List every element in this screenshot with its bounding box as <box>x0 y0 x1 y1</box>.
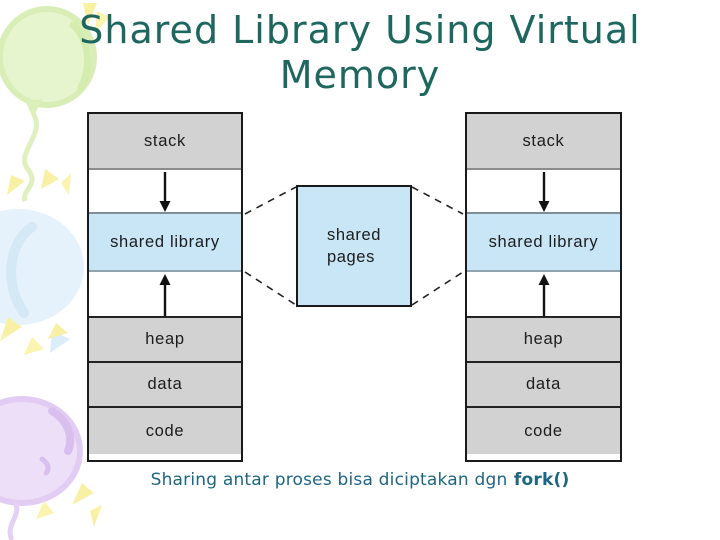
section-code: code <box>89 408 241 454</box>
shared-pages-line-1: shared <box>326 225 382 244</box>
down-arrow-icon <box>538 172 549 212</box>
down-arrow-icon <box>159 172 171 212</box>
section-label: code <box>145 421 185 440</box>
section-stack: stack <box>89 114 241 170</box>
caption: Sharing antar proses bisa diciptakan dgn… <box>0 470 720 490</box>
heap-growth-gap <box>467 272 620 318</box>
caption-text: Sharing antar proses bisa diciptakan dgn <box>150 470 508 490</box>
section-heap: heap <box>89 318 241 363</box>
title-line-1: Shared Library Using Virtual <box>79 8 641 52</box>
section-label: shared library <box>488 232 599 251</box>
shared-pages-box: shared pages <box>296 185 412 307</box>
process-memory-right: stack shared library heap data code <box>465 112 622 462</box>
section-data: data <box>89 363 241 408</box>
section-data: data <box>467 363 620 408</box>
title-line-2: Memory <box>279 53 441 97</box>
section-label: stack <box>143 131 186 150</box>
section-stack: stack <box>467 114 620 170</box>
up-arrow-icon <box>159 274 171 316</box>
section-label: heap <box>523 330 564 348</box>
caption-code: fork() <box>513 470 570 490</box>
up-arrow-icon <box>538 274 549 316</box>
section-label: data <box>526 375 561 393</box>
section-label: stack <box>522 131 565 150</box>
stack-growth-gap <box>89 170 241 214</box>
section-heap: heap <box>467 318 620 363</box>
stack-growth-gap <box>467 170 620 214</box>
section-label: heap <box>145 330 185 348</box>
section-label: data <box>147 375 183 393</box>
section-shared-library: shared library <box>89 214 241 272</box>
connector-line <box>244 271 297 306</box>
section-label: code <box>524 421 563 440</box>
section-code: code <box>467 408 620 454</box>
section-shared-library: shared library <box>467 214 620 272</box>
connector-line <box>411 186 464 215</box>
connector-line <box>244 186 297 215</box>
connector-line <box>411 271 464 306</box>
shared-pages-line-2: pages <box>326 248 375 266</box>
heap-growth-gap <box>89 272 241 318</box>
section-label: shared library <box>110 232 220 251</box>
process-memory-left: stack shared library heap data code <box>87 112 243 462</box>
